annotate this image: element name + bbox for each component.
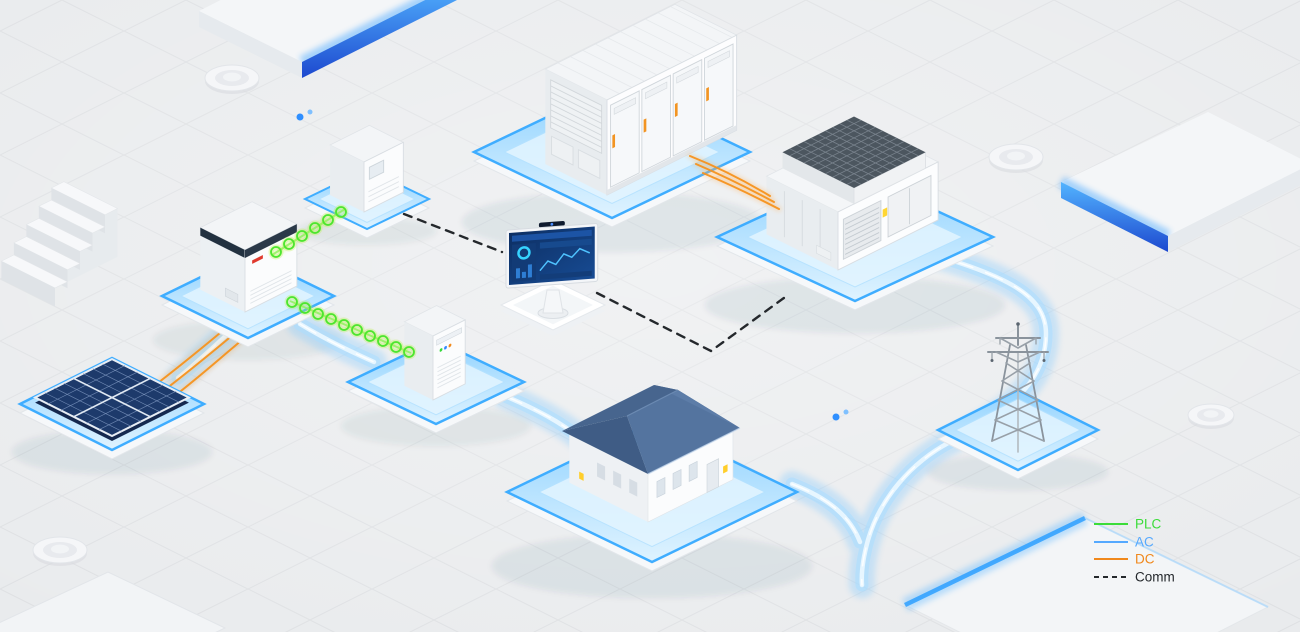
- office-building: [562, 385, 741, 523]
- string-inverter: [199, 201, 298, 313]
- status-led-orange: [448, 343, 452, 348]
- ess-battery-container: [544, 3, 738, 196]
- service-disc: [32, 536, 88, 566]
- pcs-warning-label: [882, 207, 888, 218]
- elevated-slab-top-right: [1058, 112, 1300, 252]
- plc-cabinet-front: [363, 141, 404, 213]
- camera-lens: [550, 222, 554, 226]
- ess-door-face: [606, 34, 738, 196]
- legend-label-plc: PLC: [1135, 517, 1162, 532]
- pcs-vent-panel: [842, 199, 882, 261]
- slab-blue-edge: [1061, 182, 1168, 252]
- marker-dots: [296, 109, 849, 421]
- plc-cabinet: [329, 124, 405, 213]
- battery-cabinet-front: [432, 319, 466, 401]
- comm-monitor-to-pcs: [595, 291, 790, 353]
- pcs-front-face: [837, 161, 939, 271]
- dashboard-donut-chart: [517, 246, 531, 260]
- stepped-structure: [0, 181, 119, 307]
- building-roof: [562, 385, 741, 475]
- dashboard-footer: [539, 270, 592, 280]
- monitoring-workstation: [505, 220, 599, 319]
- dashboard-bar: [539, 238, 592, 249]
- legend-label-comm: Comm: [1135, 570, 1175, 585]
- status-led-green: [439, 348, 443, 352]
- dashboard-line-chart: [539, 247, 591, 272]
- pv-module-surface: [32, 357, 192, 438]
- slab-side: [1168, 169, 1300, 252]
- comm-lines: [402, 212, 790, 353]
- plc-coil-inverter-to-battery: [284, 294, 417, 360]
- pv-module: [32, 357, 192, 441]
- service-disc: [1187, 403, 1235, 429]
- building-door: [706, 458, 719, 494]
- ess-left-face: [545, 69, 607, 195]
- slab-blue-edge: [302, 0, 458, 78]
- ess-door-handle: [674, 102, 678, 118]
- building-warning-sign: [723, 464, 728, 474]
- plc-coil-inverter-to-cabinet: [268, 204, 349, 260]
- ess-door-handle: [612, 133, 616, 149]
- ess-door: [641, 74, 671, 173]
- elevated-slab-top-left: [199, 0, 458, 78]
- slab-side: [199, 11, 302, 78]
- ac-band-streaks: [177, 251, 1047, 586]
- building-front-wall: [647, 427, 734, 523]
- battery-cabinet: [403, 305, 467, 401]
- inverter-logo: [252, 255, 263, 264]
- ess-door: [610, 90, 640, 188]
- elevated-slab-bottom-right: [901, 511, 1270, 632]
- building-left-wall: [569, 430, 648, 522]
- slab-top-face: [199, 0, 426, 62]
- ess-door: [672, 58, 703, 157]
- stairs-steps: [0, 181, 119, 307]
- service-disc: [204, 64, 260, 94]
- inverter-left-face: [200, 227, 245, 312]
- dc-lines-ess-to-pcs: [687, 153, 782, 212]
- ess-door-handle: [643, 118, 647, 133]
- legend-label-dc: DC: [1135, 552, 1155, 567]
- building-warning-sign: [579, 471, 584, 481]
- elevated-slab-bottom-left: [0, 571, 227, 632]
- slab-top-face: [1061, 112, 1300, 236]
- service-disc: [988, 143, 1044, 173]
- transmission-tower: [987, 322, 1049, 453]
- plc-cabinet-display: [368, 159, 385, 181]
- comm-cabinet-to-monitor: [402, 212, 504, 254]
- legend-label-ac: AC: [1135, 535, 1154, 550]
- ess-door: [703, 43, 734, 142]
- dashboard-header: [511, 229, 592, 242]
- slab-blue-edge: [904, 515, 1086, 608]
- ess-door-handle: [706, 87, 709, 102]
- inverter-top-band: [245, 224, 297, 258]
- status-led-blue: [444, 345, 447, 350]
- pcs-left-face: [766, 176, 838, 270]
- monitor-stand: [542, 289, 564, 314]
- legend: PLC AC DC Comm: [1094, 517, 1175, 585]
- ess-top-face: [544, 3, 738, 101]
